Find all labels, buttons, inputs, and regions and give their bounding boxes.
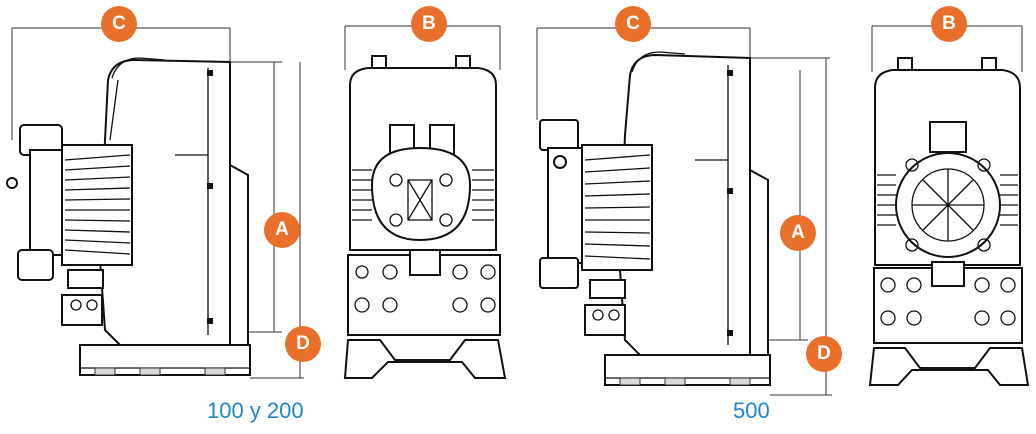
dimension-badge-b: B: [931, 6, 967, 42]
pump-front-view-100-200: [343, 25, 507, 379]
dimension-badge-b: B: [411, 6, 447, 42]
pump-side-view-100-200: [6, 27, 304, 379]
dimension-badge-d: D: [285, 326, 321, 362]
dimension-badge-c: C: [101, 6, 137, 42]
dimension-badge-a: A: [780, 215, 816, 251]
caption-model-500: 500: [733, 398, 770, 423]
caption-models-100-200: 100 y 200: [207, 398, 304, 423]
pump-front-view-500: [868, 25, 1030, 386]
dimension-badge-a: A: [264, 212, 300, 248]
pump-side-view-500: [536, 27, 832, 396]
dimension-badge-d: D: [806, 336, 842, 372]
dimension-badge-c: C: [615, 6, 651, 42]
